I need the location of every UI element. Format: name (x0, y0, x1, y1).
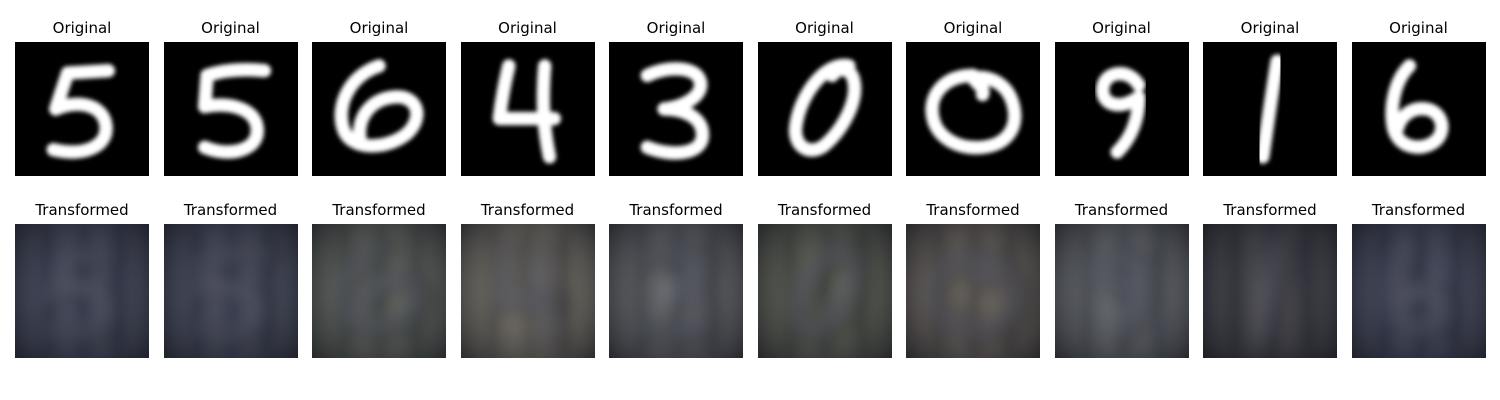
original-panel-title: Original (1240, 19, 1300, 37)
digit-stroke (334, 59, 424, 153)
original-digit-image (460, 42, 595, 176)
transformed-panel-title: Transformed (926, 201, 1020, 219)
transformed-panel-title: Transformed (1223, 201, 1317, 219)
transformed-image (757, 224, 892, 358)
digit-stroke (536, 59, 556, 164)
transformed-panel-title: Transformed (480, 201, 575, 219)
original-panel-title: Original (201, 19, 260, 37)
digit-stroke (197, 63, 271, 159)
transformed-panel-title: Transformed (1074, 201, 1169, 219)
original-digit-image (1054, 42, 1189, 176)
original-panel-title: Original (795, 19, 854, 37)
original-panel-title: Original (349, 19, 409, 37)
digit-stroke (788, 58, 861, 157)
original-digit-image (1351, 42, 1486, 176)
original-digit-image (312, 42, 446, 176)
transformed-panel-title: Transformed (629, 201, 723, 219)
digit-stroke (1256, 54, 1284, 164)
original-digit-image (1203, 42, 1337, 176)
original-digit-image (15, 42, 149, 176)
digit-stroke (640, 62, 710, 160)
digit-stroke (492, 59, 561, 126)
original-digit-image (757, 42, 892, 176)
transformed-panel-title: Transformed (35, 201, 129, 219)
original-panel-title: Original (498, 19, 557, 37)
original-digit-image (163, 42, 298, 176)
transformed-panel-title: Transformed (777, 201, 872, 219)
original-panel-title: Original (1092, 19, 1151, 37)
original-digit-image (609, 42, 743, 176)
transformed-image (1054, 224, 1189, 358)
transformed-image (1351, 224, 1486, 358)
original-digit-image (906, 42, 1040, 176)
digit-stroke (925, 68, 1022, 155)
transformed-image (15, 224, 149, 358)
original-panel-title: Original (943, 19, 1003, 37)
original-panel-title: Original (646, 19, 706, 37)
transformed-image (312, 224, 446, 358)
transformed-image (163, 224, 298, 358)
transformed-panel-title: Transformed (1371, 201, 1466, 219)
original-panel-title: Original (52, 19, 112, 37)
original-panel-title: Original (1389, 19, 1448, 37)
digit-stroke (1384, 59, 1448, 154)
transformed-image (906, 224, 1040, 358)
digit-stroke (1095, 67, 1145, 159)
transformed-panel-title: Transformed (332, 201, 426, 219)
transformed-image (460, 224, 595, 358)
transformed-image (609, 224, 743, 358)
digit-stroke (46, 64, 116, 159)
transformed-panel-title: Transformed (183, 201, 278, 219)
transformed-image (1203, 224, 1337, 358)
